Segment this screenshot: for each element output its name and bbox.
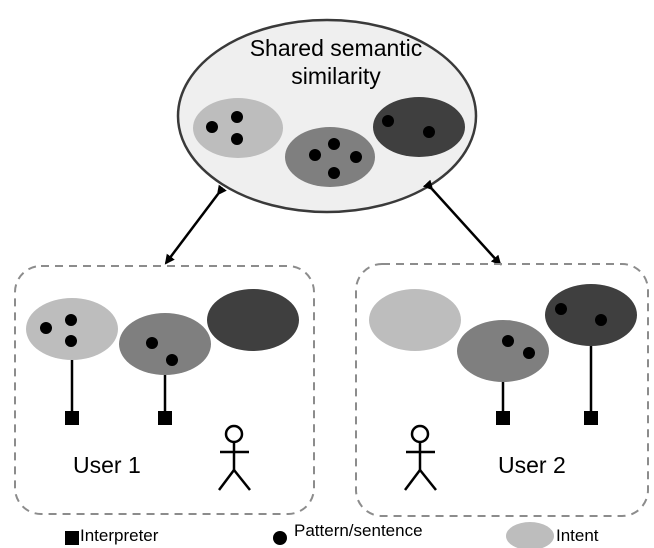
user2-stick-figure xyxy=(404,424,437,491)
legend-intent-swatch xyxy=(506,522,554,548)
legend: Interpreter Pattern/sentence Intent xyxy=(65,521,599,548)
intent-dark xyxy=(373,97,465,157)
user1-label: User 1 xyxy=(73,452,141,478)
legend-pattern-label: Pattern/sentence xyxy=(294,521,423,540)
pattern-dot xyxy=(502,335,514,347)
pattern-dot xyxy=(40,322,52,334)
user2-intent-dark xyxy=(545,284,637,425)
user1-intent-mid xyxy=(119,313,211,425)
arrow-right xyxy=(422,179,502,266)
user1-stick-figure xyxy=(218,424,251,491)
interpreter-square xyxy=(158,411,172,425)
user2-box: User 2 xyxy=(355,263,649,517)
pattern-dot xyxy=(423,126,435,138)
pattern-dot xyxy=(382,115,394,127)
user1-intent-dark xyxy=(207,289,299,351)
pattern-dot xyxy=(146,337,158,349)
user2-intent-mid xyxy=(457,320,549,425)
pattern-dot xyxy=(231,111,243,123)
shared-title-line1: Shared semantic xyxy=(250,35,423,61)
user1-intent-light xyxy=(26,298,118,425)
shared-similarity-cloud: Shared semantic similarity xyxy=(176,18,478,214)
intent-light xyxy=(193,98,283,158)
intent-mid xyxy=(285,127,375,187)
pattern-dot xyxy=(328,167,340,179)
legend-pattern-swatch xyxy=(273,531,287,545)
pattern-dot xyxy=(65,335,77,347)
interpreter-square xyxy=(496,411,510,425)
pattern-dot xyxy=(350,151,362,163)
user2-intent-light xyxy=(369,289,461,351)
pattern-dot xyxy=(65,314,77,326)
pattern-dot xyxy=(523,347,535,359)
pattern-dot xyxy=(166,354,178,366)
legend-interpreter-swatch xyxy=(65,531,79,545)
pattern-dot xyxy=(231,133,243,145)
legend-interpreter-label: Interpreter xyxy=(80,526,159,545)
pattern-dot xyxy=(555,303,567,315)
shared-cloud-ellipse xyxy=(176,18,478,214)
interpreter-square xyxy=(65,411,79,425)
legend-intent-label: Intent xyxy=(556,526,599,545)
pattern-dot xyxy=(328,138,340,150)
interpreter-square xyxy=(584,411,598,425)
user1-box: User 1 xyxy=(14,265,315,515)
pattern-dot xyxy=(595,314,607,326)
arrow-left xyxy=(164,184,227,265)
user2-label: User 2 xyxy=(498,452,566,478)
pattern-dot xyxy=(309,149,321,161)
pattern-dot xyxy=(206,121,218,133)
shared-title-line2: similarity xyxy=(291,63,381,89)
